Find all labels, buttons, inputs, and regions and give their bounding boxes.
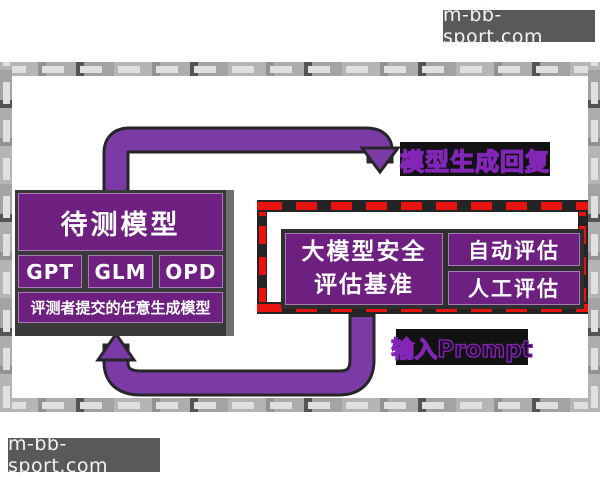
auto-eval-box: 自动评估 <box>448 233 580 266</box>
model-group-caption: 评测者提交的任意生成模型 <box>18 292 223 323</box>
frame-border-top <box>0 62 600 76</box>
manual-eval-box: 人工评估 <box>448 271 580 305</box>
model-chip-row: GPT GLM OPD <box>18 255 223 288</box>
model-under-test-group: 待测模型 GPT GLM OPD 评测者提交的任意生成模型 <box>15 190 234 336</box>
frame-border-left <box>0 62 12 412</box>
model-chip-opd: OPD <box>158 255 223 288</box>
model-chip-glm: GLM <box>88 255 153 288</box>
model-under-test-title: 待测模型 <box>18 193 223 251</box>
input-prompt-label: 输入Prompt <box>391 329 533 365</box>
frame-border-bottom <box>0 398 600 412</box>
benchmark-title-line2: 评估基准 <box>314 272 414 298</box>
red-dash-border-left <box>257 212 268 302</box>
benchmark-group: 大模型安全 评估基准 自动评估 人工评估 <box>257 200 588 314</box>
watermark-top-right: m-bb-sport.com <box>443 4 595 48</box>
watermark-bottom-left: m-bb-sport.com <box>8 433 160 477</box>
benchmark-panel: 大模型安全 评估基准 自动评估 人工评估 <box>281 229 584 309</box>
top-arrow-icon <box>102 126 401 205</box>
red-dash-border-top <box>257 200 588 212</box>
benchmark-title-box: 大模型安全 评估基准 <box>285 233 443 305</box>
model-chip-gpt: GPT <box>18 255 83 288</box>
evaluation-column: 自动评估 人工评估 <box>448 233 580 305</box>
model-reply-label: 模型生成回复 <box>399 142 550 176</box>
frame-border-right <box>588 62 600 412</box>
benchmark-title-line1: 大模型安全 <box>301 238 427 265</box>
benchmark-inner-area: 大模型安全 评估基准 自动评估 人工评估 <box>267 212 584 309</box>
